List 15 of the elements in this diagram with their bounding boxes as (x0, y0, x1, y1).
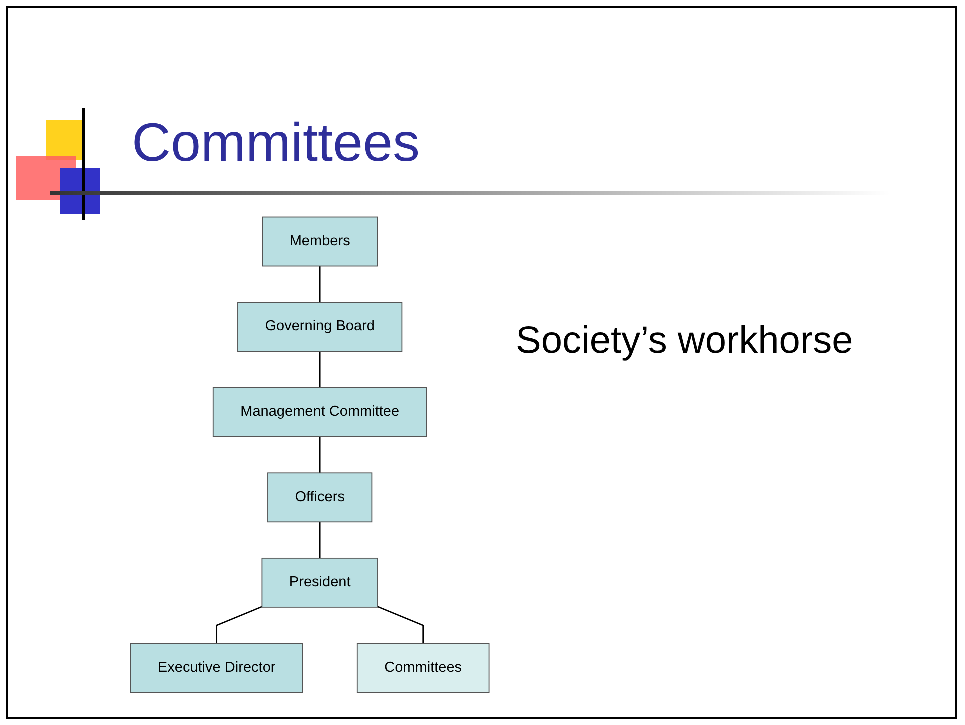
connector (216, 606, 262, 644)
slide-note: Society’s workhorse (516, 320, 854, 363)
slide-title: Committees (132, 112, 420, 174)
node-box: Executive Director (130, 643, 304, 694)
node-box: Officers (268, 472, 373, 523)
connector (319, 352, 321, 388)
connector (319, 522, 321, 558)
node-box: Management Committee (212, 387, 428, 438)
connector (319, 266, 321, 303)
node-box: President (262, 558, 378, 608)
node-box: Committees (356, 643, 490, 694)
node-box: Members (262, 216, 378, 267)
connector (319, 436, 321, 474)
connector (378, 606, 424, 644)
node-box: Governing Board (238, 302, 403, 352)
